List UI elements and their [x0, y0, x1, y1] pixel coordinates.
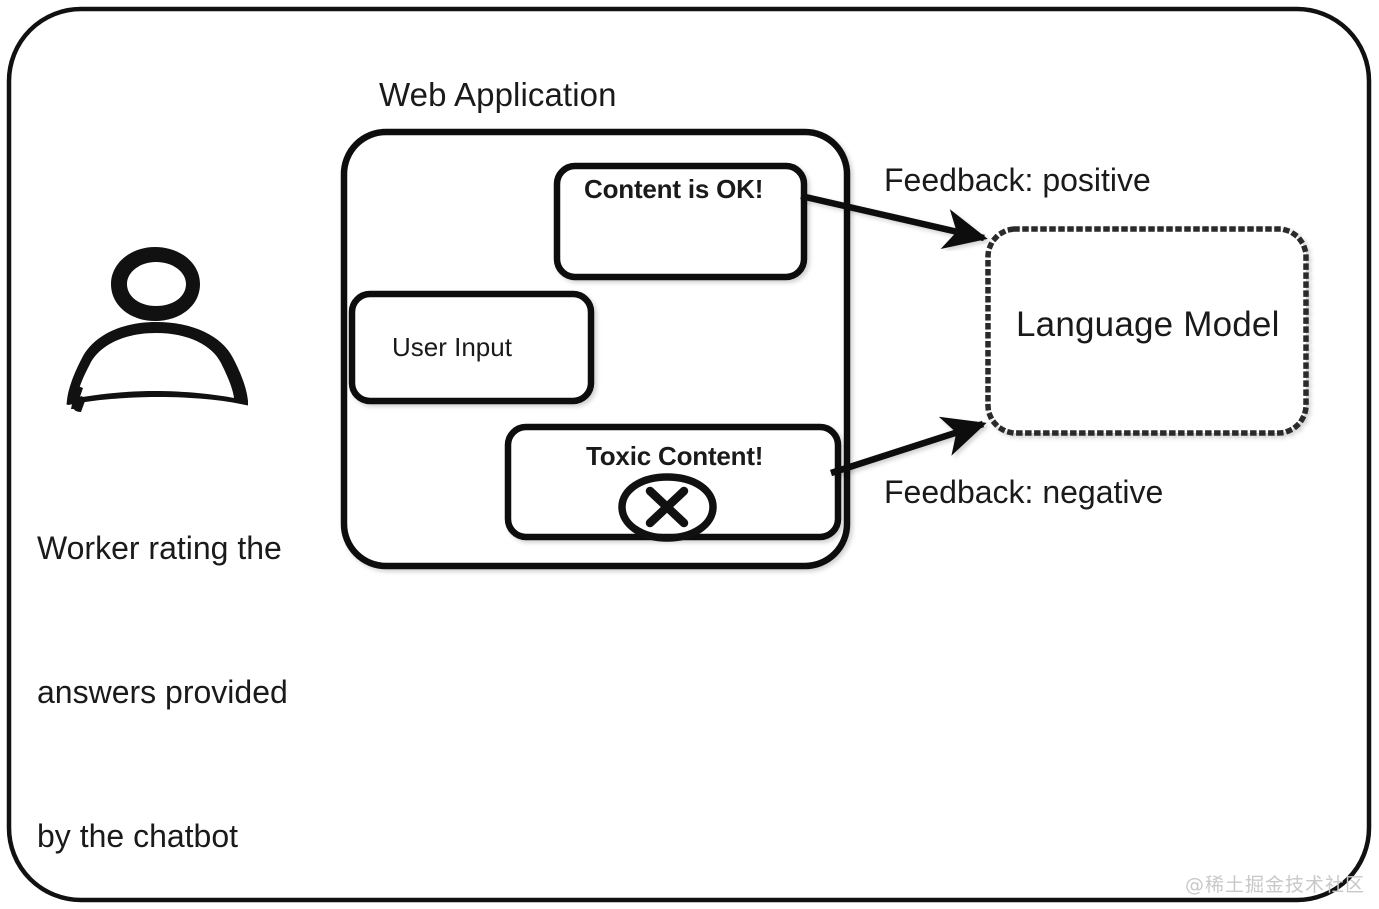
user-input-label: User Input [392, 332, 512, 362]
feedback-positive-label: Feedback: positive [884, 162, 1151, 198]
worker-caption-line-1: Worker rating the [37, 530, 282, 566]
user-input-box[interactable] [348, 290, 595, 405]
worker-caption-line-3: by the chatbot [37, 818, 239, 854]
worker-caption: Worker rating the answers provided by th… [37, 428, 288, 909]
language-model-label: Language Model [1016, 305, 1280, 344]
content-ok-label: Content is OK! [584, 174, 764, 204]
toxic-content-label: Toxic Content! [586, 441, 764, 471]
circled-x-icon [618, 473, 717, 542]
feedback-negative-label: Feedback: negative [884, 474, 1164, 510]
content-ok-box[interactable] [553, 162, 808, 281]
person-icon [66, 247, 248, 412]
worker-caption-line-2: answers provided [37, 674, 288, 710]
feedback-positive-arrow [800, 192, 988, 250]
web-application-title: Web Application [379, 76, 617, 113]
language-model-box[interactable] [985, 226, 1309, 436]
watermark: @稀土掘金技术社区 [1184, 874, 1365, 896]
feedback-negative-arrow [830, 416, 987, 477]
